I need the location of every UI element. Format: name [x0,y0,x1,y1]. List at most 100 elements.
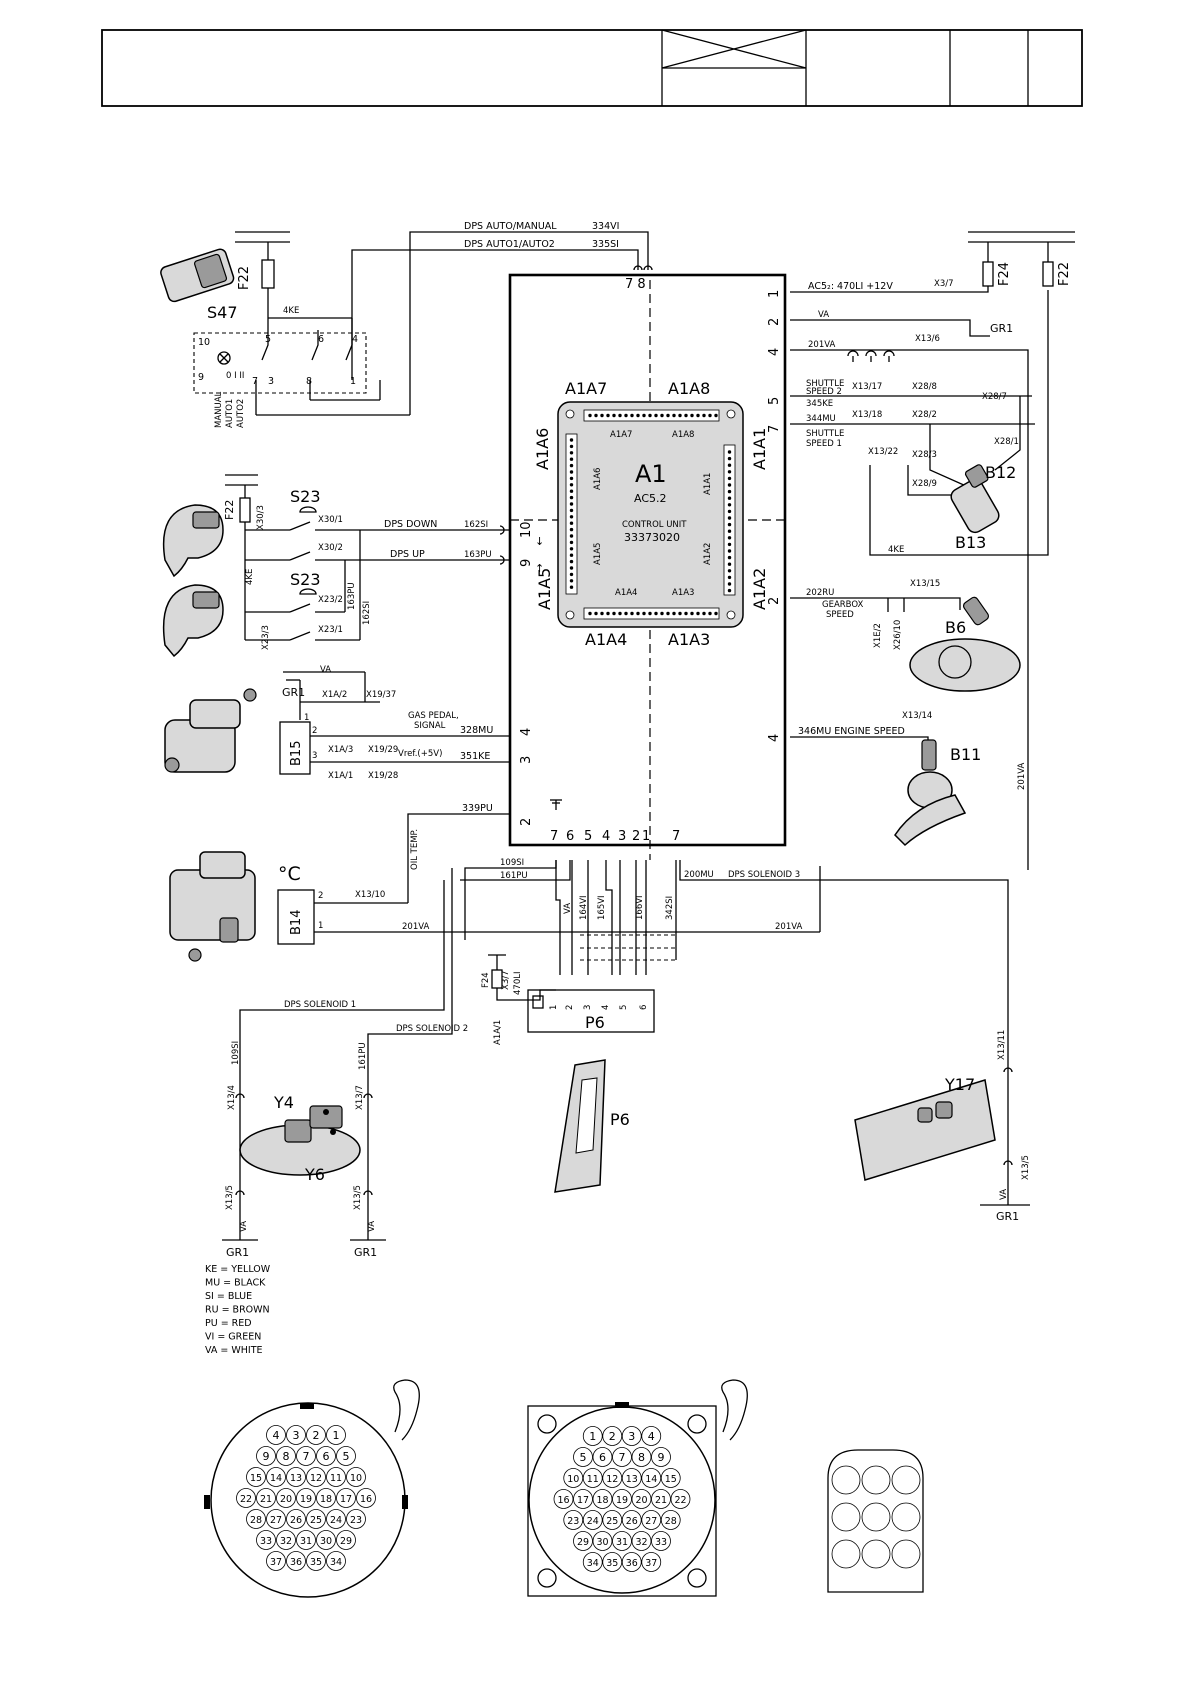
rs-b12: B12 [985,463,1016,482]
left-connector-pin [296,1446,316,1466]
sol-109si: 109SI [231,1041,241,1065]
svg-text:0 I II: 0 I II [226,371,244,381]
a1a6-label: A1A6 [533,428,552,470]
right-connector-cavity [831,1502,861,1532]
svg-text:A1A2: A1A2 [703,543,713,565]
left-connector-pin-label: 37 [270,1557,282,1568]
svg-text:1: 1 [350,376,356,387]
left-connector-pin [256,1530,276,1550]
left-connector-pin-label: 1 [333,1429,340,1442]
rs-sh2-1: SHUTTLE [806,379,844,389]
sol1-label: DPS SOLENOID 1 [284,1000,356,1010]
mid-connector-pin-label: 32 [635,1537,647,1548]
rs-x289: X28/9 [912,479,937,489]
valve-photo [169,851,256,962]
b15-pin2: 2 [312,726,317,736]
left-connector-pin [266,1551,286,1571]
b15-x1a3: X1A/3 [328,745,353,755]
s23-photo-top [162,504,224,578]
left-connector-pin-label: 25 [310,1515,322,1526]
b14-x1310: X13/10 [355,890,385,900]
rs-b13: B13 [955,533,986,552]
left-connector-pin-label: 12 [310,1473,322,1484]
mid-connector-pin [641,1552,662,1572]
mid-connector-pin-label: 11 [587,1474,599,1485]
s23-wire-4ke: 4KE [245,569,255,585]
p6-v-va: VA [563,903,573,914]
a1-ref: A1 [635,460,667,488]
mid-connector-pin [660,1510,681,1530]
mid-connector-pin [573,1489,593,1509]
a1-right-pin-7: 7 [767,425,782,433]
b15-x1929: X19/29 [368,745,398,755]
mid-connector-pin-label: 27 [645,1516,657,1527]
rs-gr1: GR1 [990,322,1013,335]
s47-pos-manual: MANUAL [214,391,224,428]
svg-text:A1A4: A1A4 [615,588,637,598]
svg-text:↑: ↑ [535,562,544,575]
left-connector-pin-label: 13 [290,1473,302,1484]
s23-dps-down: DPS DOWN [384,519,437,530]
rs-sh2-2: SPEED 2 [806,387,842,397]
a1-right-pin-5: 5 [767,397,782,405]
right-connector-cavity [831,1539,861,1569]
mid-connector-pin [602,1426,623,1446]
a1-right-pin-2: 2 [767,318,782,326]
left-connector-pin [286,1551,306,1571]
s23-x302: X30/2 [318,543,343,553]
s23-x232: X23/2 [318,595,343,605]
sol-gr-b: GR1 [354,1246,377,1259]
mid-connector-pin [670,1489,691,1509]
rs-ac52: AC5₂: 470LI +12V [808,281,893,292]
b6-photo [909,596,1021,692]
mid-connector-pin-label: 2 [609,1430,616,1443]
left-connector-pin [276,1488,296,1508]
left-connector-pin-label: 28 [250,1515,262,1526]
svg-text:9: 9 [198,372,204,383]
legend-item: KE = YELLOW [205,1264,271,1275]
wire-dps-auto-manual: DPS AUTO/MANUAL [464,221,557,232]
rs-sh1-2: SPEED 1 [806,439,842,449]
b15-x1937: X19/37 [366,690,396,700]
left-connector-pin-label: 3 [293,1429,300,1442]
mid-connector-pin-label: 24 [587,1516,599,1527]
left-connector-pin-label: 23 [350,1515,362,1526]
rs-y17: Y17 [944,1075,975,1094]
left-connector-pin-label: 8 [283,1450,290,1463]
left-connector-pin-label: 29 [340,1536,352,1547]
mid-connector-pin-label: 26 [626,1516,638,1527]
b14-block: 339PU OIL TEMP. °C B14 2 1 X13/10 201VA … [169,803,1009,1110]
svg-text:4: 4 [352,334,358,345]
left-connector-pin-label: 36 [290,1557,302,1568]
left-connector-pin [316,1446,336,1466]
left-connector-pin [296,1530,316,1550]
svg-text:8: 8 [306,376,312,387]
mid-connector-pin-label: 7 [619,1451,626,1464]
p6-v-166vi: 166VI [635,895,645,920]
left-connector-pin [306,1467,326,1487]
mid-connector-pin-label: 10 [567,1474,579,1485]
left-connector-pin [276,1446,296,1466]
rs-x1315: X13/15 [910,579,940,589]
a1a3-label: A1A3 [668,630,710,649]
right-connector-cavity [861,1502,891,1532]
left-connector-pin-label: 10 [350,1473,362,1484]
a1-bottom-pin-7a: 7 [550,829,558,844]
left-connector-pin [326,1425,346,1445]
rs-345ke: 345KE [806,399,833,409]
mid-connector-pin-label: 30 [596,1537,608,1548]
left-connector-pin-label: 27 [270,1515,282,1526]
left-connector-pin-label: 31 [300,1536,312,1547]
right-connector-cavity [891,1539,921,1569]
left-connector-pin [306,1509,326,1529]
left-connector-pin-label: 22 [240,1494,252,1505]
rs-va: VA [818,310,829,320]
mid-connector-pin-label: 3 [628,1430,635,1443]
svg-text:A1A5: A1A5 [593,543,603,565]
rs-b6: B6 [945,618,966,637]
mid-connector-pin [641,1510,662,1530]
p6-v-165vi: 165VI [597,895,607,920]
left-connector-pin [256,1488,276,1508]
p6-ref: P6 [585,1013,605,1032]
